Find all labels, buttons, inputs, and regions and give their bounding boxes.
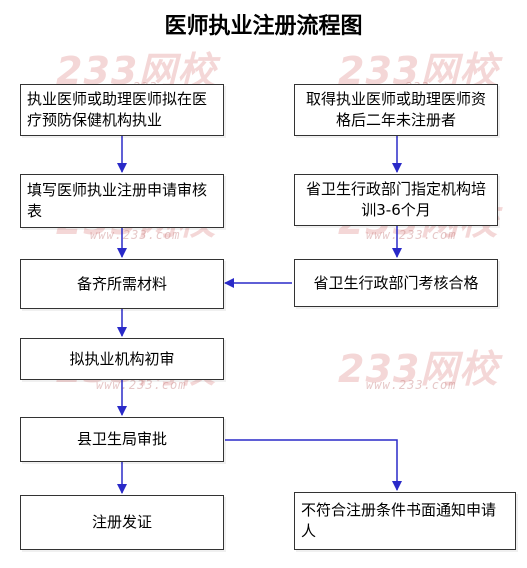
step-box-issue-certificate: 注册发证 [20, 495, 224, 550]
step-label: 执业医师或助理医师拟在医疗预防保健机构执业 [27, 90, 208, 129]
step-box-fill-form: 填写医师执业注册申请审核表 [20, 174, 224, 228]
step-box-rejection-notice: 不符合注册条件书面通知申请人 [294, 492, 516, 550]
step-box-provincial-training: 省卫生行政部门指定机构培训3-6个月 [294, 174, 498, 226]
diagram-title: 医师执业注册流程图 [164, 13, 363, 39]
step-label: 填写医师执业注册申请审核表 [27, 181, 208, 220]
step-label: 注册发证 [91, 513, 152, 531]
step-box-county-approval: 县卫生局审批 [20, 417, 224, 462]
step-box-prepare-materials: 备齐所需材料 [20, 259, 224, 309]
step-box-provincial-assessment: 省卫生行政部门考核合格 [294, 259, 498, 307]
step-label: 拟执业机构初审 [69, 349, 175, 368]
step-box-apply-practice: 执业医师或助理医师拟在医疗预防保健机构执业 [20, 84, 224, 136]
step-label: 省卫生行政部门考核合格 [313, 273, 479, 292]
arrow-approval-to-reject [225, 439, 402, 491]
step-box-preliminary-review: 拟执业机构初审 [20, 338, 224, 380]
step-box-unregistered-two-years: 取得执业医师或助理医师资格后二年未注册者 [294, 84, 498, 136]
step-label: 取得执业医师或助理医师资格后二年未注册者 [305, 90, 486, 129]
step-label: 备齐所需材料 [76, 274, 167, 293]
step-label: 县卫生局审批 [76, 430, 167, 448]
step-label: 不符合注册条件书面通知申请人 [301, 501, 497, 540]
step-label: 省卫生行政部门指定机构培训3-6个月 [305, 180, 486, 219]
